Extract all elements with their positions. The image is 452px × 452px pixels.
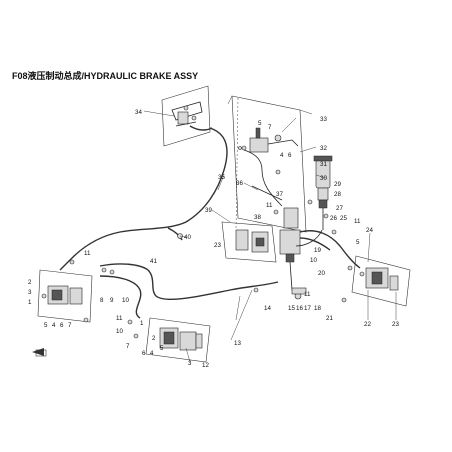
front-direction-arrow-icon xyxy=(32,348,47,357)
callout: 28 xyxy=(334,191,341,198)
callout: 33 xyxy=(320,116,327,123)
callout: 22 xyxy=(364,321,371,328)
callout: 11 xyxy=(354,218,361,225)
callout: 29 xyxy=(334,181,341,188)
callout: 4 xyxy=(150,350,154,357)
callout: 23 xyxy=(392,321,399,328)
callout: 17 xyxy=(304,305,311,312)
callout: 4 xyxy=(52,322,56,329)
callout: 15 xyxy=(288,305,295,312)
callout: 34 xyxy=(135,109,142,116)
callout: 24 xyxy=(366,227,373,234)
brake-lines xyxy=(59,97,361,319)
center-caliper-panel xyxy=(221,221,277,263)
callout: 3 xyxy=(188,360,192,367)
callout: 5 xyxy=(356,239,360,246)
callout: 4 xyxy=(280,152,284,159)
callout: 10 xyxy=(310,257,317,264)
callout: 20 xyxy=(318,270,325,277)
callout: 41 xyxy=(150,258,157,265)
brake-lever-panel xyxy=(161,85,213,147)
callout: 32 xyxy=(320,145,327,152)
callout: 3 xyxy=(28,289,32,296)
diagram-title: F08液压制动总成/HYDRAULIC BRAKE ASSY xyxy=(12,70,198,81)
master-cylinder-panel xyxy=(227,95,333,300)
fittings xyxy=(69,169,353,339)
callout: 6 xyxy=(142,350,146,357)
callout: 35 xyxy=(218,174,225,181)
callout: 5 xyxy=(258,120,262,127)
callout: 5 xyxy=(44,322,48,329)
callout: 8 xyxy=(100,297,104,304)
callout: 6 xyxy=(288,152,292,159)
callout: 9 xyxy=(110,297,114,304)
callout: 10 xyxy=(122,297,129,304)
rear-left-caliper-panel xyxy=(145,317,211,363)
callout: 11 xyxy=(266,202,273,209)
callout: 11 xyxy=(84,250,91,257)
callout: 30 xyxy=(320,175,327,182)
callout: 19 xyxy=(314,247,321,254)
leader-lines xyxy=(143,110,397,363)
callout: 23 xyxy=(214,242,221,249)
callout: 27 xyxy=(336,205,343,212)
callout: 36 xyxy=(236,180,243,187)
callout: 13 xyxy=(234,340,241,347)
callout: 40 xyxy=(184,234,191,241)
callout: 18 xyxy=(314,305,321,312)
callout: 1 xyxy=(28,299,32,306)
callout: 37 xyxy=(276,191,283,198)
callout: 7 xyxy=(68,322,72,329)
callout: 11 xyxy=(116,315,123,322)
callout: 26 xyxy=(330,215,337,222)
callout: 14 xyxy=(264,305,271,312)
callout: 6 xyxy=(60,322,64,329)
callout: 39 xyxy=(205,207,212,214)
front-left-caliper-panel xyxy=(37,269,93,323)
front-right-caliper-panel xyxy=(351,255,411,307)
callout: 2 xyxy=(152,335,156,342)
callout: 21 xyxy=(326,315,333,322)
callout: 25 xyxy=(340,215,347,222)
callout: 7 xyxy=(268,124,272,131)
callout: 12 xyxy=(202,362,209,369)
callout: 11 xyxy=(304,291,311,298)
callout: 10 xyxy=(116,328,123,335)
callout-labels: 34 33 32 5 7 4 6 31 36 35 30 29 28 37 27… xyxy=(28,109,399,369)
callout: 7 xyxy=(126,343,130,350)
callout: 2 xyxy=(28,279,32,286)
callout: 1 xyxy=(140,320,144,327)
callout: 16 xyxy=(296,305,303,312)
callout: 38 xyxy=(254,214,261,221)
callout: 31 xyxy=(320,161,327,168)
callout: 5 xyxy=(160,345,164,352)
